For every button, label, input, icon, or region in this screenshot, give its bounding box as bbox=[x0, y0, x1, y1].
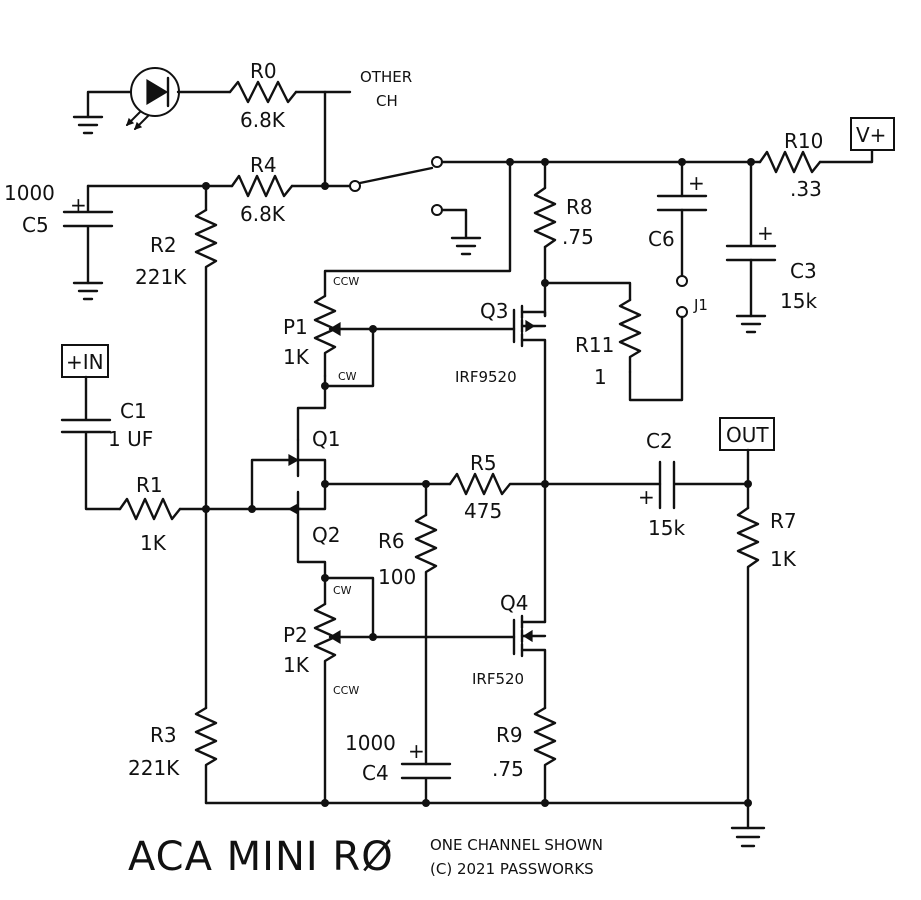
input-label: +IN bbox=[66, 350, 104, 374]
c2-ref: C2 bbox=[646, 429, 673, 453]
p2-resistor bbox=[313, 602, 337, 805]
p2-value: 1K bbox=[283, 653, 310, 677]
r9-value: .75 bbox=[492, 757, 524, 781]
q1-ref: Q1 bbox=[312, 427, 340, 451]
q4-ref: Q4 bbox=[500, 591, 528, 615]
r1-value: 1K bbox=[140, 531, 167, 555]
p2-bottom-label: CCW bbox=[333, 684, 359, 697]
r11-resistor bbox=[618, 298, 642, 374]
r11-ref: R11 bbox=[575, 333, 614, 357]
junction-dots bbox=[202, 158, 755, 807]
r5-ref: R5 bbox=[470, 451, 497, 475]
r1-ref: R1 bbox=[136, 473, 163, 497]
r7-resistor bbox=[736, 506, 760, 805]
r9-resistor bbox=[533, 706, 557, 805]
r8-ref: R8 bbox=[566, 195, 593, 219]
r10-resistor bbox=[758, 150, 822, 174]
r8-value: .75 bbox=[562, 225, 594, 249]
vplus-terminal bbox=[850, 117, 895, 151]
c2-plus: + bbox=[638, 485, 655, 509]
j1-label: J1 bbox=[693, 296, 708, 314]
c4-plus: + bbox=[408, 739, 425, 763]
q3-mosfet bbox=[371, 304, 547, 486]
r11-value: 1 bbox=[594, 365, 607, 389]
j1-pin-a bbox=[676, 275, 688, 287]
c2-value: 15k bbox=[648, 516, 685, 540]
r3-resistor bbox=[194, 706, 218, 805]
c6-ref: C6 bbox=[648, 227, 675, 251]
note-one-channel: ONE CHANNEL SHOWN bbox=[430, 836, 603, 854]
c3-ref: C3 bbox=[790, 259, 817, 283]
c5-plus: + bbox=[70, 193, 87, 217]
c3-value: 15k bbox=[780, 289, 817, 313]
q3-ref: Q3 bbox=[480, 299, 508, 323]
input-section: +IN C1 1 UF R1 1K bbox=[60, 344, 302, 555]
r0-value: 6.8K bbox=[240, 108, 286, 132]
p1-value: 1K bbox=[283, 345, 310, 369]
p1-bottom-label: CW bbox=[338, 370, 357, 383]
q4-mosfet bbox=[512, 614, 547, 710]
other-ch-label-2: CH bbox=[376, 92, 398, 110]
p2-ref: P2 bbox=[283, 623, 308, 647]
q2-ref: Q2 bbox=[312, 523, 340, 547]
switch-contact-off bbox=[431, 204, 443, 216]
input-jfets: Q1 Q2 bbox=[250, 427, 452, 580]
bias-divider: R2 221K R3 221K bbox=[128, 184, 218, 805]
r6-ref: R6 bbox=[378, 529, 405, 553]
r10-ref: R10 bbox=[784, 129, 823, 153]
lower-output-stage: Q4 IRF520 R9 .75 bbox=[472, 482, 557, 805]
other-ch-label-1: OTHER bbox=[360, 68, 412, 86]
r7-value: 1K bbox=[770, 547, 797, 571]
q4-part: IRF520 bbox=[472, 670, 524, 688]
note-copyright: (C) 2021 PASSWORKS bbox=[430, 860, 594, 878]
c4-ref: C4 bbox=[362, 761, 389, 785]
p1-pot-section: CCW CW P1 1K bbox=[283, 160, 512, 442]
p1-ref: P1 bbox=[283, 315, 308, 339]
c1-value: 1 UF bbox=[108, 427, 153, 451]
supply-caps: + C6 J1 + C3 15k bbox=[628, 160, 817, 402]
r2-resistor bbox=[194, 208, 218, 710]
j1-pin-b bbox=[676, 306, 688, 318]
p2-top-label: CW bbox=[333, 584, 352, 597]
vplus-label: V+ bbox=[856, 123, 886, 147]
c1-ref: C1 bbox=[120, 399, 147, 423]
output-section: R5 475 + C2 15k OUT R7 1K bbox=[448, 417, 797, 805]
r9-ref: R9 bbox=[496, 723, 523, 747]
output-label: OUT bbox=[726, 423, 769, 447]
c5-ref: C5 bbox=[22, 213, 49, 237]
r1-resistor bbox=[118, 497, 182, 521]
r3-ref: R3 bbox=[150, 723, 177, 747]
p1-top-label: CCW bbox=[333, 275, 359, 288]
r8-resistor bbox=[533, 186, 557, 249]
r6-value: 100 bbox=[378, 565, 416, 589]
r0-resistor bbox=[228, 80, 298, 104]
r2-ref: R2 bbox=[150, 233, 177, 257]
r0-ref: R0 bbox=[250, 59, 277, 83]
power-switch-section: 1000 C5 + R4 6.8K R10 .33 V+ bbox=[4, 117, 895, 301]
c3-plus: + bbox=[757, 221, 774, 245]
q3-part: IRF9520 bbox=[455, 368, 517, 386]
upper-output-stage: R8 .75 R11 1 Q3 IRF9520 bbox=[371, 160, 642, 486]
r2-value: 221K bbox=[135, 265, 187, 289]
r4-value: 6.8K bbox=[240, 202, 286, 226]
r4-resistor bbox=[230, 174, 294, 198]
switch-pole bbox=[349, 180, 361, 192]
r5-value: 475 bbox=[464, 499, 502, 523]
bootstrap-section: R6 100 + 1000 C4 bbox=[345, 482, 452, 805]
r5-resistor bbox=[448, 472, 662, 496]
p2-pot-section: CW CCW P2 1K bbox=[283, 576, 516, 805]
r7-ref: R7 bbox=[770, 509, 797, 533]
r4-ref: R4 bbox=[250, 153, 277, 177]
p1-resistor bbox=[313, 294, 337, 378]
schematic-title: ACA MINI RØ bbox=[128, 834, 394, 880]
r3-value: 221K bbox=[128, 756, 180, 780]
r10-value: .33 bbox=[790, 177, 822, 201]
c6-plus: + bbox=[688, 171, 705, 195]
switch-contact-on bbox=[431, 156, 443, 168]
led-branch: R0 6.8K OTHER CH bbox=[72, 59, 412, 188]
r6-resistor bbox=[414, 513, 438, 766]
c5-value: 1000 bbox=[4, 181, 55, 205]
c4-value: 1000 bbox=[345, 731, 396, 755]
